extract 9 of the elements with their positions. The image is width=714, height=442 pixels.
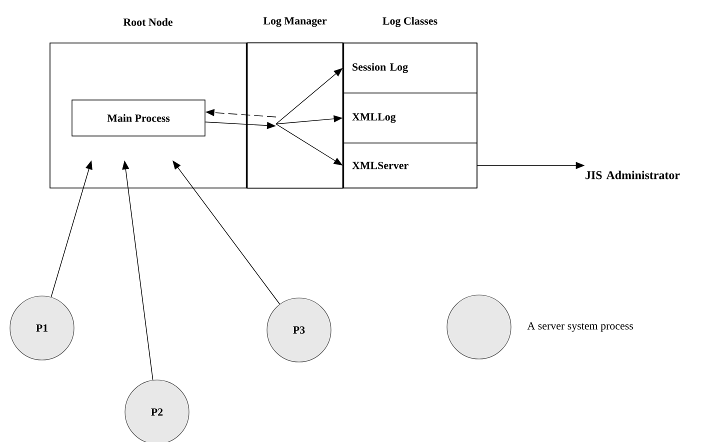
node-label: Root Node: [123, 18, 173, 26]
component-box: Log Manager: [246, 17, 344, 190]
target-label: JIS Administrator: [586, 170, 680, 180]
legend-text: A server system process: [527, 322, 634, 332]
class-cell: Session Log: [342, 42, 478, 94]
class-cell: XMLServer: [342, 142, 478, 188]
node-label: Log Classes: [382, 17, 438, 28]
process-box: Main Process: [72, 100, 206, 136]
class-cell: XMLLog: [342, 92, 478, 144]
